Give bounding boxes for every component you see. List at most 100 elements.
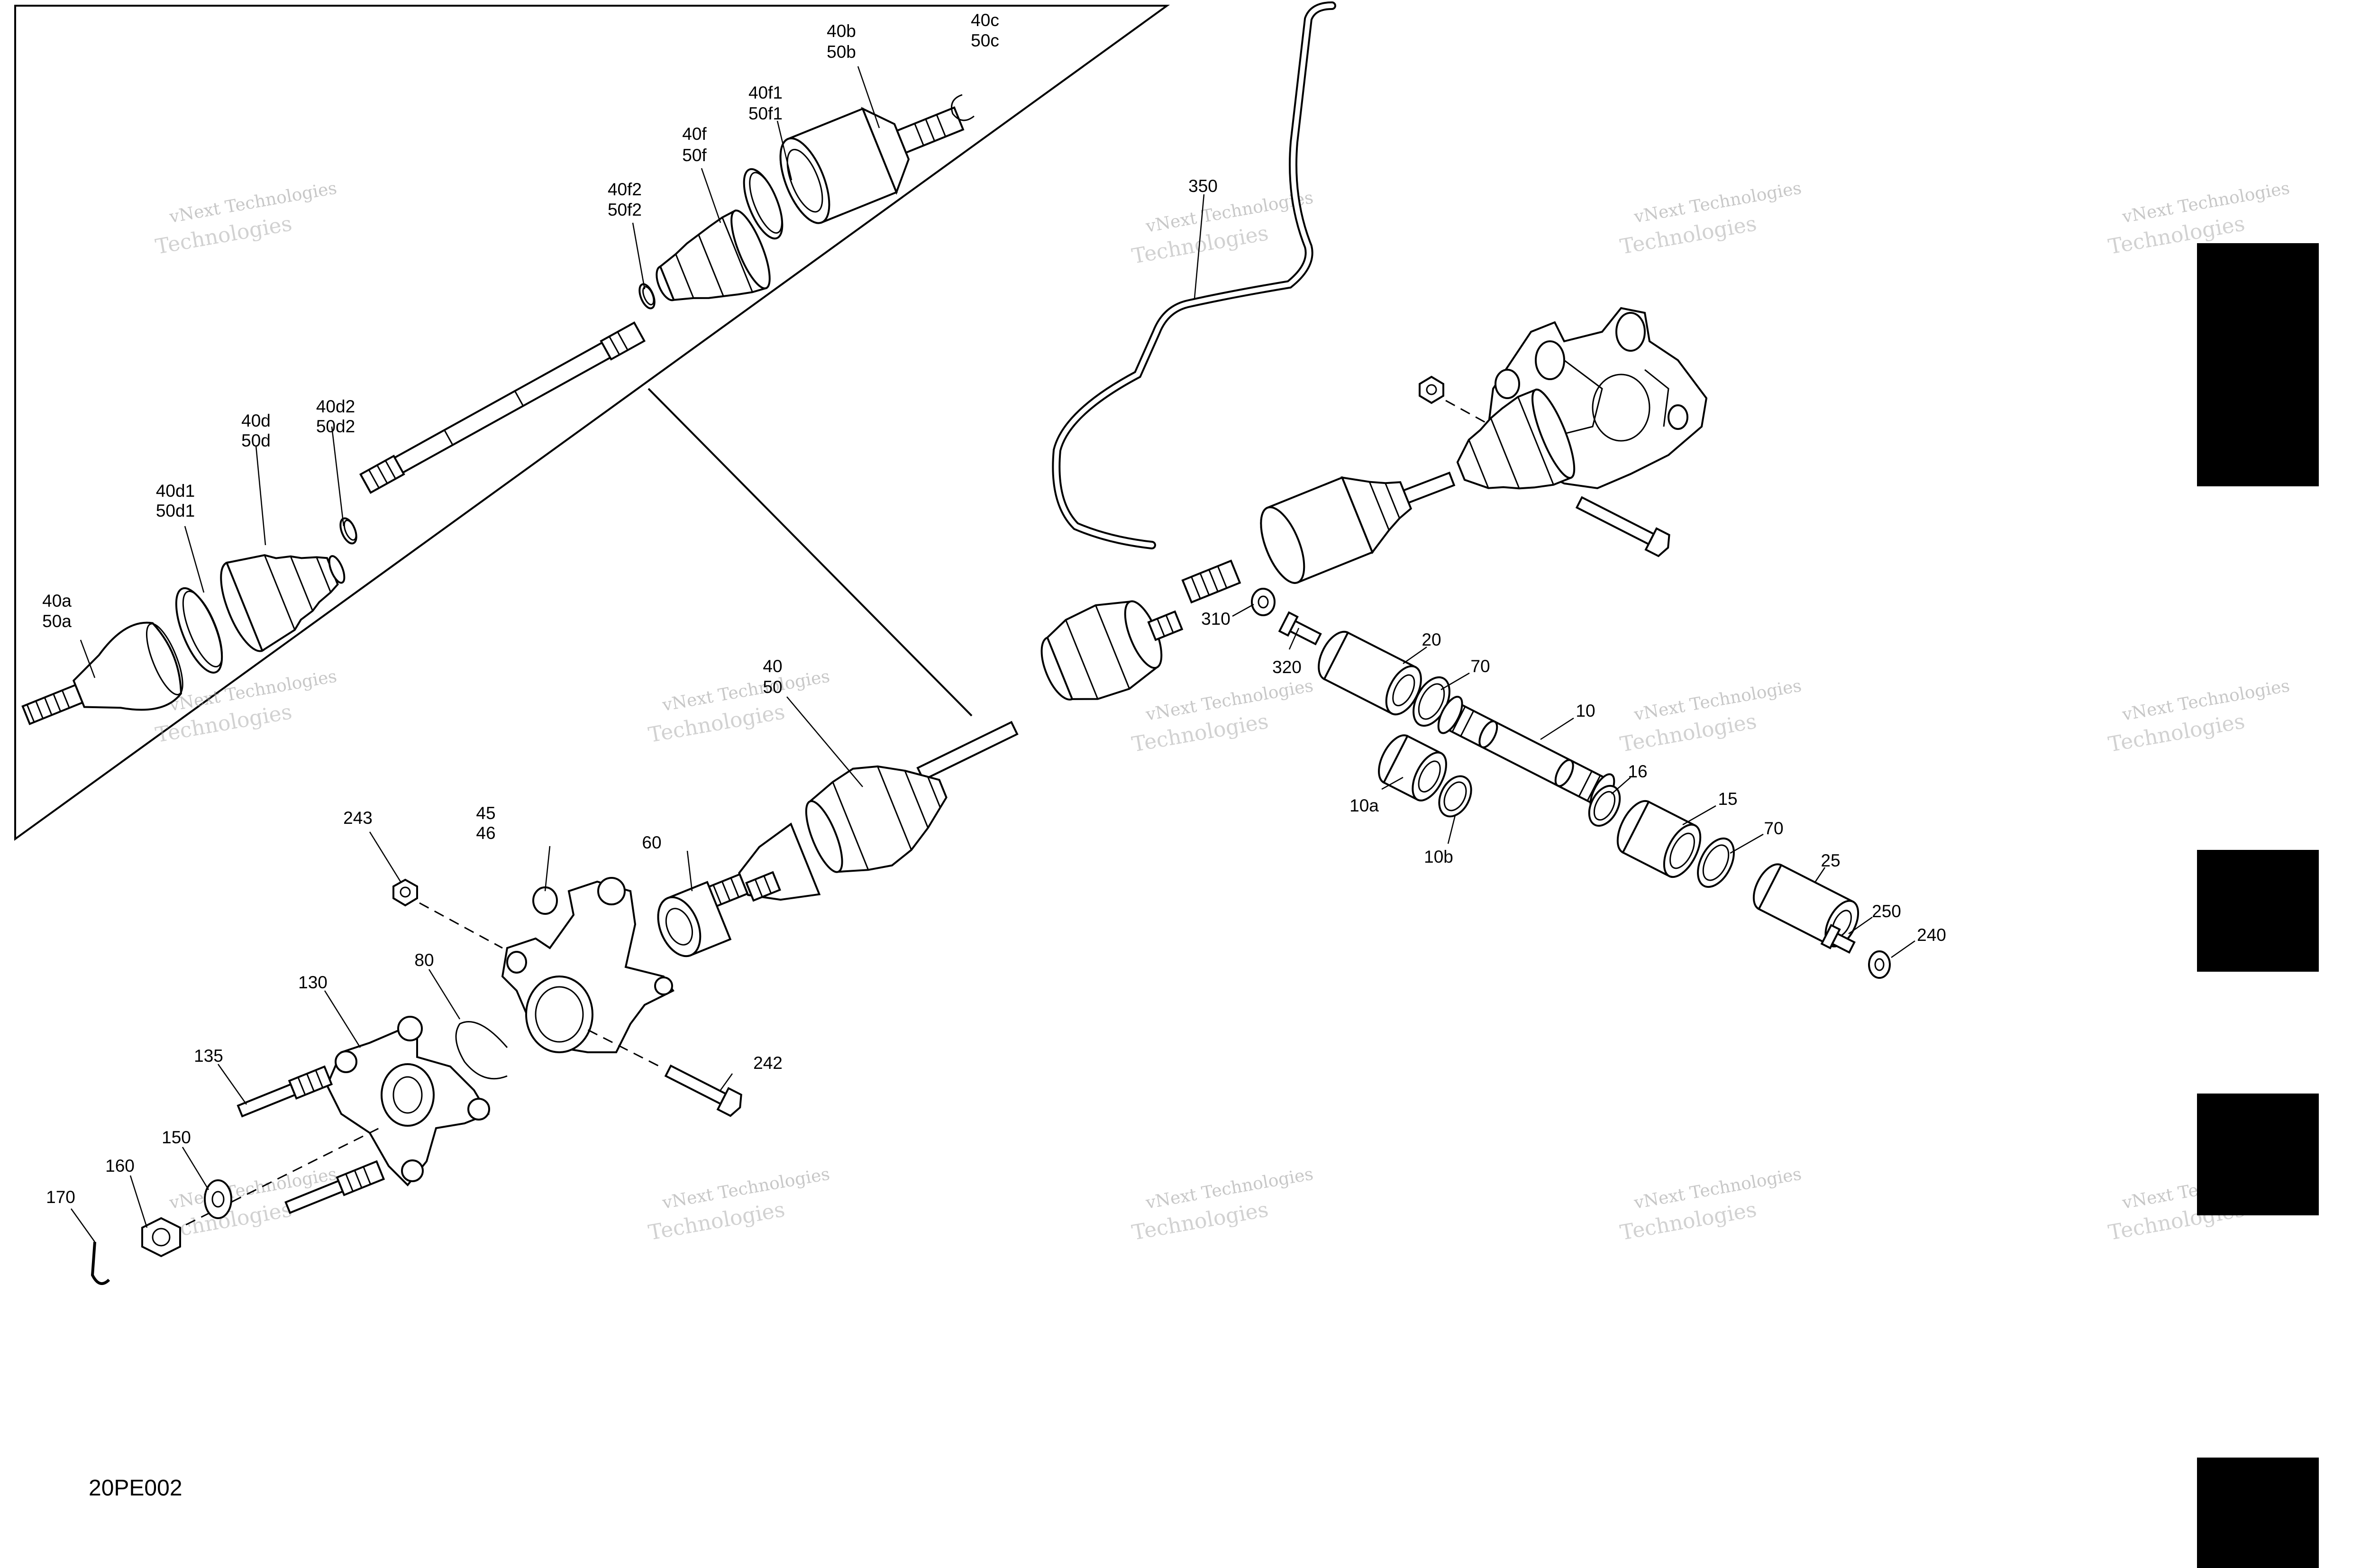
bolt-320	[1278, 611, 1322, 646]
cv-boot-inner	[656, 209, 771, 301]
label-50f1: 50f1	[748, 104, 783, 123]
label-80: 80	[414, 950, 434, 970]
nut-243	[392, 878, 503, 949]
main-drive-shaft	[916, 720, 1019, 781]
wheel-bearing	[657, 881, 732, 957]
label-40a: 40a	[42, 591, 72, 611]
label-40d1: 40d1	[156, 481, 195, 501]
label-150: 150	[162, 1128, 191, 1147]
half-shaft	[359, 321, 646, 494]
brake-line-inner	[1054, 3, 1334, 547]
snap-ring	[455, 1021, 508, 1080]
label-10b: 10b	[1424, 847, 1453, 866]
label-350: 350	[1188, 176, 1218, 196]
hub-axis-dashline	[170, 1127, 380, 1233]
label-243: 243	[343, 808, 373, 828]
wheel-hub	[326, 1016, 490, 1186]
outer-cv-joint	[21, 621, 183, 725]
label-40f: 40f	[682, 124, 707, 144]
label-130: 130	[298, 973, 328, 992]
inset-parts	[21, 94, 975, 725]
lower-cv-boot	[805, 765, 948, 873]
label-50a: 50a	[42, 611, 72, 631]
label-70-upper: 70	[1470, 656, 1490, 676]
wheel-stud-lower	[284, 1160, 385, 1214]
stub-spline-lower	[745, 871, 781, 902]
stub-spline-upper	[1181, 559, 1241, 604]
bearing-housing-20	[1318, 630, 1422, 716]
label-10a: 10a	[1349, 796, 1379, 815]
washer-150	[204, 1179, 232, 1219]
index-tab-1	[2197, 243, 2319, 486]
intermediate-shaft	[1437, 695, 1615, 812]
watermarks: vNext Technologies Technologies vNext Te…	[154, 178, 2291, 1245]
knuckle-nut	[1419, 375, 1494, 428]
washer-310	[1251, 588, 1276, 616]
ring-16	[1588, 784, 1621, 827]
bearing-15	[1616, 800, 1702, 878]
label-40: 40	[763, 656, 782, 676]
index-tab-3	[2197, 1094, 2319, 1215]
knuckle-bolt	[1575, 496, 1670, 557]
label-135: 135	[194, 1046, 223, 1066]
label-40d2: 40d2	[316, 397, 355, 416]
label-45: 45	[476, 803, 495, 823]
label-16: 16	[1628, 762, 1647, 781]
cotter-pin	[91, 1241, 110, 1285]
label-242: 242	[753, 1053, 783, 1073]
label-15: 15	[1718, 789, 1737, 809]
label-40b: 40b	[827, 21, 856, 41]
brake-line	[1052, 1, 1336, 549]
index-tab-2	[2197, 850, 2319, 972]
index-tab-4	[2197, 1458, 2319, 1568]
label-50c: 50c	[971, 31, 999, 50]
label-40f2: 40f2	[608, 180, 642, 199]
ring-10b	[1438, 775, 1472, 818]
washer-240	[1868, 950, 1891, 979]
label-50d2: 50d2	[316, 417, 355, 436]
part-labels: 40b 50b 40c 50c 40f1 50f1 40f 50f 40f2 5…	[42, 10, 1946, 1207]
label-320: 320	[1272, 657, 1302, 677]
label-40d: 40d	[241, 411, 271, 430]
boot-clamp-small	[339, 517, 357, 545]
bearing-housing-25	[1752, 863, 1860, 948]
label-160: 160	[105, 1156, 135, 1176]
label-250: 250	[1872, 902, 1901, 921]
bearing-10a	[1378, 734, 1447, 802]
boot-clamp-large	[175, 587, 223, 674]
upper-inner-cv-joint	[1260, 476, 1413, 584]
circlip	[951, 94, 975, 121]
label-46: 46	[476, 823, 495, 843]
boot-clamp-inner-large	[743, 168, 784, 240]
label-50f2: 50f2	[608, 200, 642, 219]
label-50: 50	[763, 677, 782, 697]
main-assembly	[91, 1, 1891, 1285]
label-10: 10	[1576, 701, 1595, 720]
castle-nut	[141, 1217, 181, 1258]
label-50f: 50f	[682, 146, 707, 165]
wheel-stud-upper	[237, 1065, 333, 1118]
boot-clamp-inner-small	[638, 283, 656, 310]
upper-cv-boot	[1456, 388, 1576, 490]
inset-frame	[14, 5, 1170, 841]
label-20: 20	[1422, 630, 1441, 649]
steering-knuckle	[501, 877, 675, 1053]
label-40c: 40c	[971, 10, 999, 30]
label-70-lower: 70	[1764, 819, 1783, 838]
label-40f1: 40f1	[748, 83, 783, 102]
label-50b: 50b	[827, 42, 856, 62]
label-240: 240	[1917, 925, 1946, 945]
seal-ring-lower	[1697, 837, 1735, 888]
label-50d: 50d	[241, 431, 271, 450]
label-60: 60	[642, 833, 661, 852]
inner-cv-joint	[779, 106, 965, 224]
label-50d1: 50d1	[156, 501, 195, 520]
index-tabs	[2197, 243, 2319, 1568]
leader-lines	[70, 66, 1915, 1242]
label-170: 170	[46, 1187, 75, 1207]
middle-cv-joint	[1040, 600, 1184, 701]
label-310: 310	[1201, 609, 1231, 629]
label-25: 25	[1821, 851, 1840, 870]
bolt-250	[1820, 924, 1856, 954]
